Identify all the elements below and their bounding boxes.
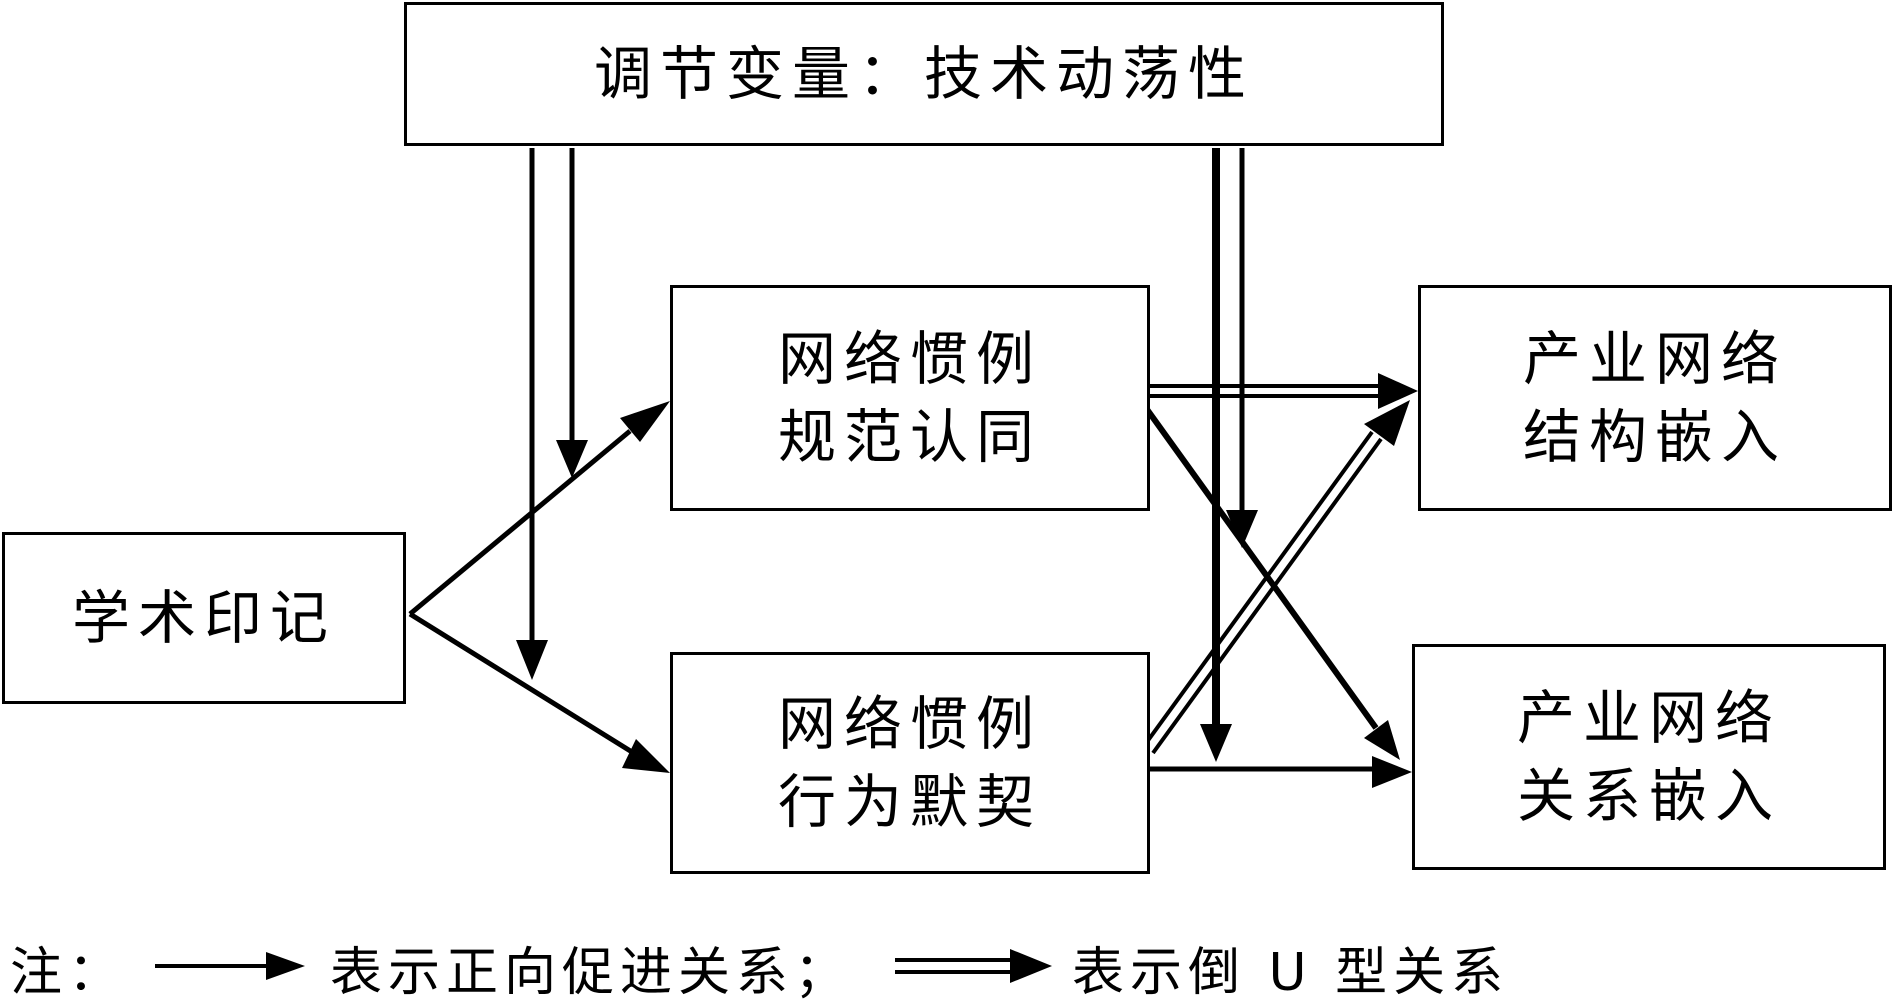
arrowhead-imprint-to-norm — [620, 401, 670, 442]
arrowhead-moderator-to-imprint-norm-path — [556, 440, 588, 478]
arrowhead-moderator-to-norm-relational-path — [1226, 510, 1258, 548]
arrowhead-imprint-to-behavior — [622, 739, 670, 773]
arrowhead-norm-to-relational — [1364, 720, 1400, 760]
legend-note: 注： 表示正向促进关系； 表示倒 U 型关系 — [10, 930, 1890, 1003]
arrow-imprint-to-norm — [408, 429, 632, 616]
norm-identity-line1: 网络惯例 — [777, 324, 1042, 393]
relational-embed-line1: 产业网络 — [1516, 683, 1781, 752]
behavior-tacit-line1: 网络惯例 — [777, 689, 1042, 758]
structural-embed-line1: 产业网络 — [1522, 324, 1787, 393]
legend-single-arrow-head — [266, 952, 305, 980]
double-arrow-behavior-to-structural-b — [1151, 437, 1383, 755]
academic-imprint-box: 学术印记 — [2, 532, 406, 704]
arrow-norm-to-relational — [1143, 406, 1379, 730]
norm-identity-box: 网络惯例 规范认同 — [670, 285, 1150, 511]
double-arrow-behavior-to-structural-a — [1142, 430, 1374, 748]
academic-imprint-label: 学术印记 — [71, 583, 336, 652]
moderator-box: 调节变量：技术动荡性 — [404, 2, 1444, 146]
arrowhead-moderator-to-imprint-behavior-path — [516, 640, 548, 680]
relational-embed-line2: 关系嵌入 — [1516, 762, 1781, 830]
arrowhead-norm-to-structural — [1378, 373, 1418, 409]
structural-embed-box: 产业网络 结构嵌入 — [1418, 285, 1892, 511]
arrowhead-behavior-to-structural — [1364, 400, 1410, 446]
legend-note-label: 注： — [10, 943, 127, 1003]
structural-embed-line2: 结构嵌入 — [1522, 403, 1787, 471]
moderator-label: 调节变量：技术动荡性 — [593, 39, 1254, 108]
relational-embed-box: 产业网络 关系嵌入 — [1412, 644, 1886, 870]
arrowhead-behavior-to-relational — [1372, 756, 1412, 788]
legend-positive-text: 表示正向促进关系； — [330, 943, 853, 1003]
legend-double-arrow-head — [1010, 949, 1052, 983]
behavior-tacit-box: 网络惯例 行为默契 — [670, 652, 1150, 874]
arrowhead-moderator-to-behavior-relational-path — [1200, 724, 1232, 762]
legend-inverted-u-text: 表示倒 U 型关系 — [1072, 943, 1510, 1003]
behavior-tacit-line2: 行为默契 — [777, 768, 1042, 836]
arrow-imprint-to-behavior — [408, 611, 634, 755]
norm-identity-line2: 规范认同 — [777, 403, 1042, 471]
